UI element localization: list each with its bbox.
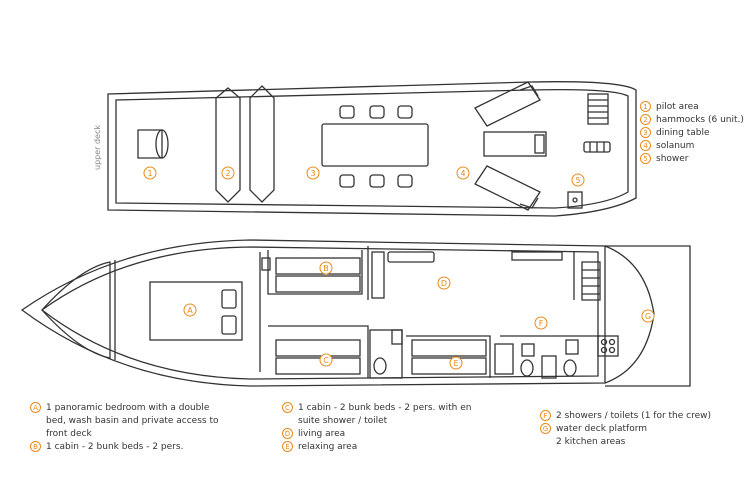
legend-marker: C (282, 402, 293, 413)
legend-text: hammocks (6 unit.) (656, 115, 744, 125)
legend-marker: 3 (640, 127, 651, 138)
legend-item-5: 5 shower (640, 153, 745, 166)
legend-text: 1 panoramic bedroom with a double bed, w… (46, 403, 219, 439)
upper-stairs (583, 93, 611, 153)
legend-text: living area (298, 429, 346, 439)
legend-marker: G (540, 423, 551, 434)
legend-marker: E (282, 441, 293, 452)
upper-shower (567, 191, 583, 209)
marker-1-label: 1 (147, 169, 152, 178)
legend-marker: D (282, 428, 293, 439)
legend-text: shower (656, 154, 689, 164)
kitchen-stove (597, 335, 619, 357)
marker-a (183, 303, 197, 317)
legend-marker: 2 (640, 114, 651, 125)
dining-table (321, 105, 429, 188)
legend-item-a: A 1 panoramic bedroom with a double bed, … (30, 402, 220, 441)
legend-marker: 5 (640, 153, 651, 164)
upper-deck-legend: 1 pilot area 2 hammocks (6 unit.) 3 dining … (640, 101, 745, 166)
marker-3-label: 3 (310, 169, 315, 178)
cabin-c (268, 325, 403, 379)
legend-text: 1 cabin - 2 bunk beds - 2 pers. (46, 442, 184, 452)
hammock-1 (215, 87, 241, 203)
marker-2 (221, 166, 235, 180)
living-area-d (367, 246, 575, 300)
sun-lounger-2 (483, 131, 547, 157)
legend-marker: F (540, 410, 551, 421)
marker-e (449, 356, 463, 370)
legend-text: 2 showers / toilets (1 for the crew) (556, 411, 712, 421)
marker-e-label: E (453, 359, 458, 368)
marker-4 (456, 166, 470, 180)
pilot-seat (137, 129, 169, 159)
legend-marker: 1 (640, 101, 651, 112)
marker-b-label: B (323, 264, 329, 273)
marker-c-label: C (323, 356, 329, 365)
lower-legend-col1: A 1 panoramic bedroom with a double bed, … (30, 402, 220, 454)
sun-lounger-3 (474, 165, 541, 211)
legend-text: 2 kitchen areas (556, 437, 626, 447)
relaxing-area-e (406, 335, 491, 378)
marker-5 (571, 173, 585, 187)
legend-text: dining table (656, 128, 710, 138)
lower-legend-col2: C 1 cabin - 2 bunk beds - 2 pers. with en… (282, 402, 482, 454)
marker-3 (306, 166, 320, 180)
legend-text: relaxing area (298, 442, 358, 452)
legend-item-2: 2 hammocks (6 unit.) (640, 114, 745, 127)
legend-item-4: 4 solanum (640, 140, 745, 153)
legend-marker: B (30, 441, 41, 452)
hammock-2 (249, 85, 275, 203)
legend-marker: 4 (640, 140, 651, 151)
legend-item-3: 3 dining table (640, 127, 745, 140)
legend-item-1: 1 pilot area (640, 101, 745, 114)
marker-a-label: A (187, 306, 193, 315)
marker-g-label: G (645, 312, 651, 321)
legend-text: pilot area (656, 102, 699, 112)
legend-item-b: B 1 cabin - 2 bunk beds - 2 pers. (30, 441, 220, 454)
bedroom-a (114, 252, 261, 372)
marker-g (641, 309, 655, 323)
marker-5-label: 5 (575, 176, 580, 185)
legend-item-f: F 2 showers / toilets (1 for the crew) (540, 410, 740, 423)
marker-1 (143, 166, 157, 180)
marker-b (319, 261, 333, 275)
legend-item-kitchen: 2 kitchen areas (540, 436, 740, 449)
legend-item-c: C 1 cabin - 2 bunk beds - 2 pers. with en… (282, 402, 482, 428)
legend-text: solanum (656, 141, 695, 151)
marker-f-label: F (539, 319, 544, 328)
marker-d (437, 276, 451, 290)
marker-2-label: 2 (225, 169, 230, 178)
legend-marker: A (30, 402, 41, 413)
cabin-b (261, 250, 363, 295)
upper-deck-hull (107, 81, 637, 217)
marker-c (319, 353, 333, 367)
lower-stairs (581, 261, 601, 301)
sun-lounger-1 (474, 81, 541, 127)
marker-d-label: D (441, 279, 447, 288)
legend-text: water deck platform (556, 424, 648, 434)
upper-deck-label: upper deck (93, 125, 102, 170)
marker-f (534, 316, 548, 330)
showers-toilets-f (494, 335, 600, 379)
legend-text: 1 cabin - 2 bunk beds - 2 pers. with en … (298, 403, 472, 426)
marker-4-label: 4 (460, 169, 465, 178)
